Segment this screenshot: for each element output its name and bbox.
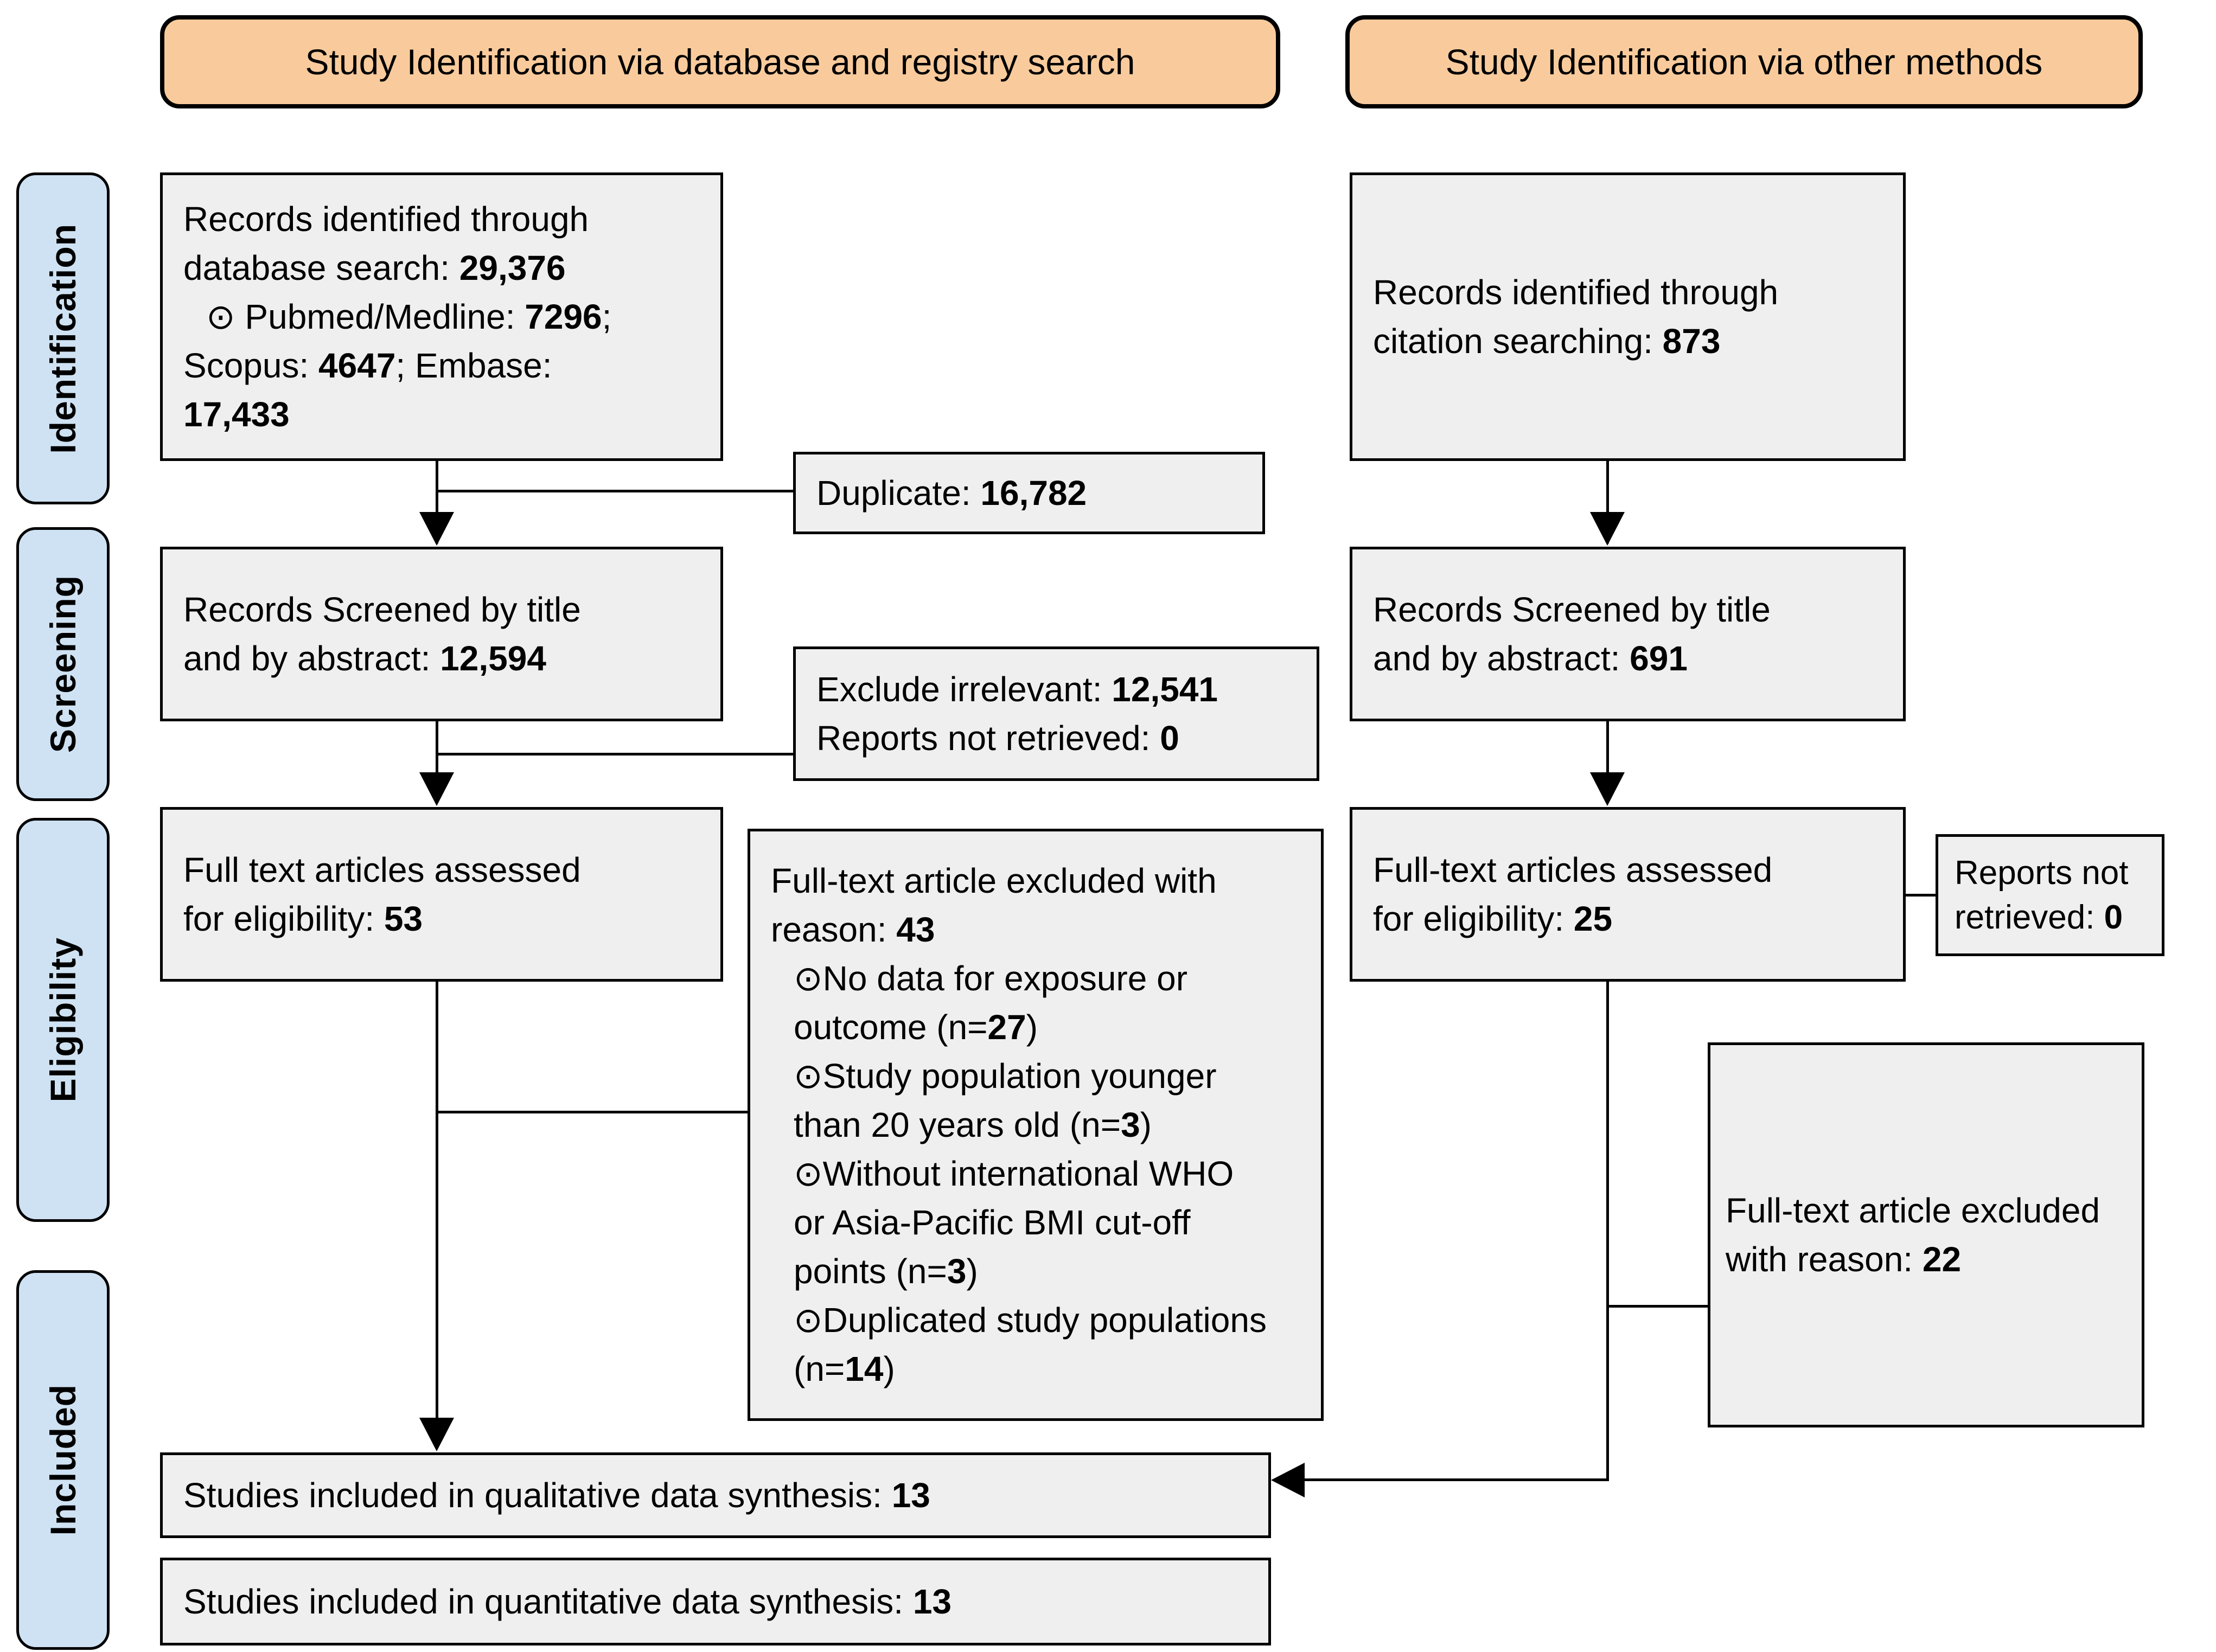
stage-identification-label: Identification	[43, 223, 83, 454]
text-line: ⊙No data for exposure or	[794, 959, 1187, 998]
arrow-left-into-qualitative-icon	[1271, 1463, 1305, 1497]
flow-line-right-to-qualitative	[1305, 1478, 1608, 1481]
flow-line-screened-to-fulltext-right	[1606, 721, 1609, 777]
flow-line-to-excluded-22	[1607, 1305, 1708, 1308]
box-fulltext-excluded-reasons: Full-text article excluded with reason: 4…	[748, 829, 1324, 1421]
text-line: Reports not retrieved: 0	[816, 719, 1179, 758]
box-records-screened-right: Records Screened by title and by abstract…	[1350, 547, 1906, 721]
arrow-down-into-qualitative-icon	[419, 1418, 454, 1451]
flow-line-screened-to-fulltext-left	[436, 721, 438, 777]
text-line: Full-text article excluded	[1726, 1191, 2100, 1230]
header-other-methods: Study Identification via other methods	[1345, 15, 2143, 108]
text-line: Reports not	[1955, 854, 2129, 892]
text-line: ⊙Study population younger	[794, 1056, 1217, 1096]
stage-eligibility-label: Eligibility	[43, 937, 83, 1103]
arrow-down-into-fulltext-right-icon	[1590, 772, 1625, 806]
stage-eligibility: Eligibility	[16, 818, 110, 1222]
text-line: or Asia-Pacific BMI cut-off	[794, 1203, 1191, 1242]
stage-screening-label: Screening	[43, 575, 83, 753]
box-fulltext-excluded-22: Full-text article excluded with reason: 2…	[1708, 1042, 2144, 1427]
box-qualitative-synthesis: Studies included in qualitative data syn…	[160, 1452, 1271, 1538]
stage-included: Included	[16, 1270, 110, 1650]
text-line: Studies included in qualitative data syn…	[183, 1476, 930, 1515]
arrow-down-into-screened-left-icon	[419, 512, 454, 546]
text-line: database search: 29,376	[183, 248, 566, 287]
text-line: with reason: 22	[1726, 1240, 1962, 1279]
text-line: points (n=3)	[794, 1252, 978, 1291]
box-records-identified-database: Records identified through database searc…	[160, 172, 723, 461]
text-line: reason: 43	[771, 910, 935, 949]
text-line: Full-text article excluded with	[771, 861, 1217, 900]
text-line: Records Screened by title	[1373, 590, 1771, 629]
circled-dot-bullet-icon: ⊙	[794, 1056, 823, 1096]
flow-line-citation-to-screened	[1606, 461, 1609, 543]
text-line: Records identified through	[183, 200, 589, 239]
text-line: Exclude irrelevant: 12,541	[816, 670, 1218, 709]
text-line: retrieved: 0	[1955, 898, 2123, 936]
text-line: Full text articles assessed	[183, 850, 581, 889]
flow-line-identified-to-screened	[436, 461, 438, 543]
text-line: ⊙ Pubmed/Medline: 7296;	[206, 297, 612, 336]
arrow-down-into-fulltext-left-icon	[419, 772, 454, 806]
circled-dot-bullet-icon: ⊙	[794, 959, 823, 998]
flow-line-fulltext-right-down	[1606, 982, 1609, 1481]
box-reports-not-retrieved: Reports not retrieved: 0	[1936, 834, 2164, 956]
circled-dot-bullet-icon: ⊙	[794, 1154, 823, 1193]
flow-line-to-exclude-irrelevant	[437, 753, 795, 755]
flow-line-to-duplicate	[437, 490, 795, 492]
text-line: and by abstract: 12,594	[183, 639, 546, 678]
box-duplicate: Duplicate: 16,782	[793, 452, 1265, 534]
text-line: than 20 years old (n=3)	[794, 1105, 1152, 1144]
header-database-search: Study Identification via database and re…	[160, 15, 1280, 108]
stage-screening: Screening	[16, 527, 110, 801]
text-line: Studies included in quantitative data sy…	[183, 1582, 952, 1621]
box-records-identified-citation: Records identified through citation searc…	[1350, 172, 1906, 461]
arrow-down-into-screened-right-icon	[1590, 512, 1625, 546]
stage-identification: Identification	[16, 172, 110, 504]
stage-included-label: Included	[43, 1384, 83, 1536]
text-line: outcome (n=27)	[794, 1008, 1038, 1047]
text-line: for eligibility: 53	[183, 899, 423, 938]
text-line: Scopus: 4647; Embase:	[183, 346, 552, 385]
text-line: and by abstract: 691	[1373, 639, 1688, 678]
text-line: ⊙Without international WHO	[794, 1154, 1234, 1193]
circled-dot-bullet-icon: ⊙	[206, 297, 245, 336]
text-line: Duplicate: 16,782	[816, 473, 1087, 513]
flow-line-to-excluded-reasons	[437, 1111, 749, 1113]
text-line: (n=14)	[794, 1349, 895, 1388]
text-line: citation searching: 873	[1373, 322, 1721, 361]
flow-line-fulltext-to-included	[436, 982, 438, 1422]
flow-line-to-reports-not-retrieved	[1906, 894, 1936, 897]
text-line: ⊙Duplicated study populations	[794, 1301, 1267, 1340]
text-line: Records identified through	[1373, 273, 1779, 312]
box-fulltext-assessed-right: Full-text articles assessed for eligibili…	[1350, 807, 1906, 982]
text-line: Full-text articles assessed	[1373, 850, 1773, 889]
circled-dot-bullet-icon: ⊙	[794, 1301, 823, 1340]
text-line: Records Screened by title	[183, 590, 581, 629]
box-records-screened-left: Records Screened by title and by abstract…	[160, 547, 723, 721]
text-line: 17,433	[183, 395, 290, 434]
text-line: for eligibility: 25	[1373, 899, 1613, 938]
box-quantitative-synthesis: Studies included in quantitative data sy…	[160, 1558, 1271, 1645]
box-fulltext-assessed-left: Full text articles assessed for eligibili…	[160, 807, 723, 982]
